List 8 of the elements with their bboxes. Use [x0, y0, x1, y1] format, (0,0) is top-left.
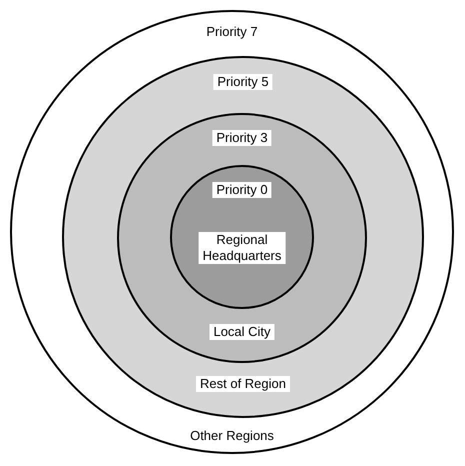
priority-label: Priority 7 [205, 24, 259, 40]
zone-label: Regional Headquarters [198, 232, 286, 264]
priority-label: Priority 0 [212, 182, 272, 198]
zone-label: Other Regions [189, 428, 275, 444]
priority-label: Priority 5 [213, 74, 273, 90]
zone-label: Local City [209, 324, 275, 340]
priority-label: Priority 3 [212, 130, 272, 146]
zone-label: Rest of Region [196, 376, 290, 392]
